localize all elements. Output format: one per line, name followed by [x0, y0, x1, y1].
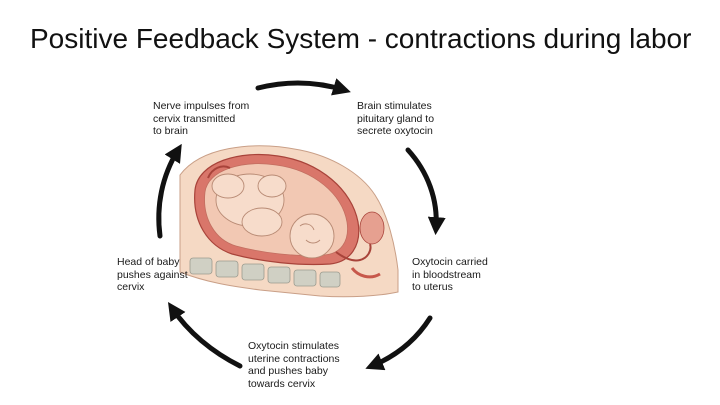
placenta [207, 165, 231, 179]
arrow-to-contractions [365, 315, 433, 371]
step-nerve-impulses-caption: Nerve impulses from cervix transmitted t… [153, 100, 250, 138]
cervix [335, 243, 372, 262]
pregnancy-anatomy-illustration [179, 145, 399, 298]
step-oxytocin-bloodstream-caption: Oxytocin carried in bloodstream to uteru… [412, 256, 488, 294]
arrow-to-brain [255, 78, 351, 96]
arrow-to-bloodstream [405, 147, 446, 236]
spine [189, 257, 341, 288]
step-brain-stimulates-caption: Brain stimulates pituitary gland to secr… [357, 100, 435, 138]
bladder [359, 211, 385, 245]
fetus [211, 173, 335, 259]
rectum [350, 267, 381, 279]
step-head-pushes-cervix-caption: Head of baby pushes against cervix [117, 256, 188, 294]
arrow-to-cervix [168, 302, 243, 369]
arrow-to-nerve [156, 143, 182, 239]
slide-title: Positive Feedback System - contractions … [30, 23, 692, 54]
cycle-arrows [156, 78, 446, 371]
step-uterine-contractions-caption: Oxytocin stimulates uterine contractions… [248, 340, 340, 390]
